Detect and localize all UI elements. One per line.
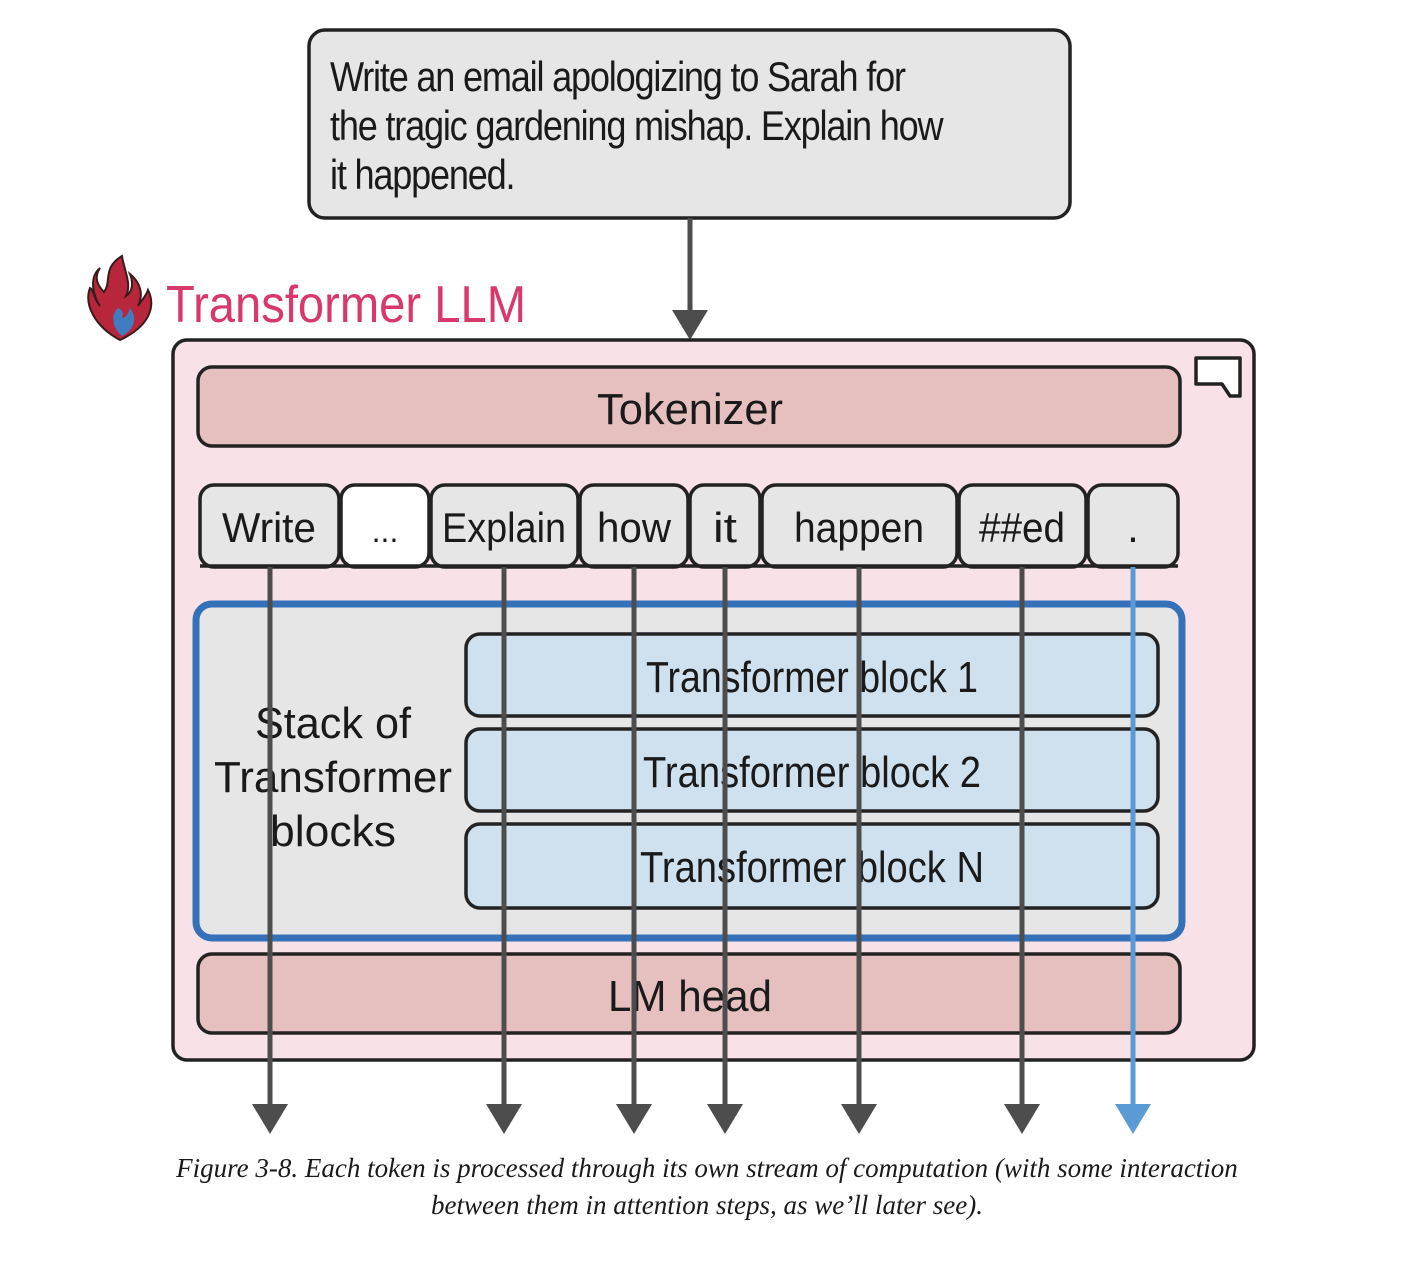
- token-stream-arrow: [252, 567, 288, 1134]
- token-stream-arrow: [486, 567, 522, 1134]
- token-stream-arrow: [841, 567, 877, 1134]
- prompt-text: Write an email apologizing to Sarah for …: [330, 53, 944, 198]
- stack-label-line-3: blocks: [270, 807, 396, 856]
- prompt-to-model-arrow: [672, 218, 708, 340]
- token-stream-arrow: [707, 567, 743, 1134]
- token-stream-arrows: [252, 567, 1151, 1134]
- caption-line-2: between them in attention steps, as we’l…: [431, 1190, 983, 1220]
- flame-logo-icon: [87, 254, 153, 342]
- transformer-block-label: Transformer block N: [640, 843, 984, 892]
- token-label: ...: [372, 513, 399, 549]
- highlighted-token-stream-arrow: [1115, 567, 1151, 1134]
- speech-bubble-icon: [1194, 356, 1242, 398]
- lm-head-box: [196, 952, 1182, 1035]
- figure-caption: Figure 3-8. Each token is processed thro…: [60, 1150, 1354, 1224]
- token-label: ##ed: [979, 504, 1065, 551]
- transformer-block-label: Transformer block 2: [643, 748, 981, 797]
- stack-label-line-2: Transformer: [214, 753, 452, 802]
- token-label: it: [713, 504, 737, 551]
- transformer-block-2: [464, 727, 1160, 813]
- transformer-block-1: [464, 632, 1160, 718]
- transformer-block-n: [464, 822, 1160, 910]
- caption-line-1: Figure 3-8. Each token is processed thro…: [176, 1153, 1238, 1183]
- token-label: Explain: [442, 504, 566, 551]
- token-stream-arrow: [1004, 567, 1040, 1134]
- token-label: how: [597, 504, 672, 551]
- model-title: Transformer LLM: [166, 276, 526, 334]
- tokenizer-box: [196, 365, 1182, 448]
- token-row: Write ... Explain how it happen ##ed .: [198, 483, 1180, 569]
- tokenizer-label: Tokenizer: [597, 385, 783, 434]
- token-label: happen: [794, 504, 924, 551]
- token-label: Write: [222, 504, 316, 551]
- transformer-block-label: Transformer block 1: [646, 653, 978, 702]
- token-stream-arrow: [616, 567, 652, 1134]
- stack-label-line-1: Stack of: [255, 699, 412, 748]
- token-label: .: [1127, 504, 1139, 551]
